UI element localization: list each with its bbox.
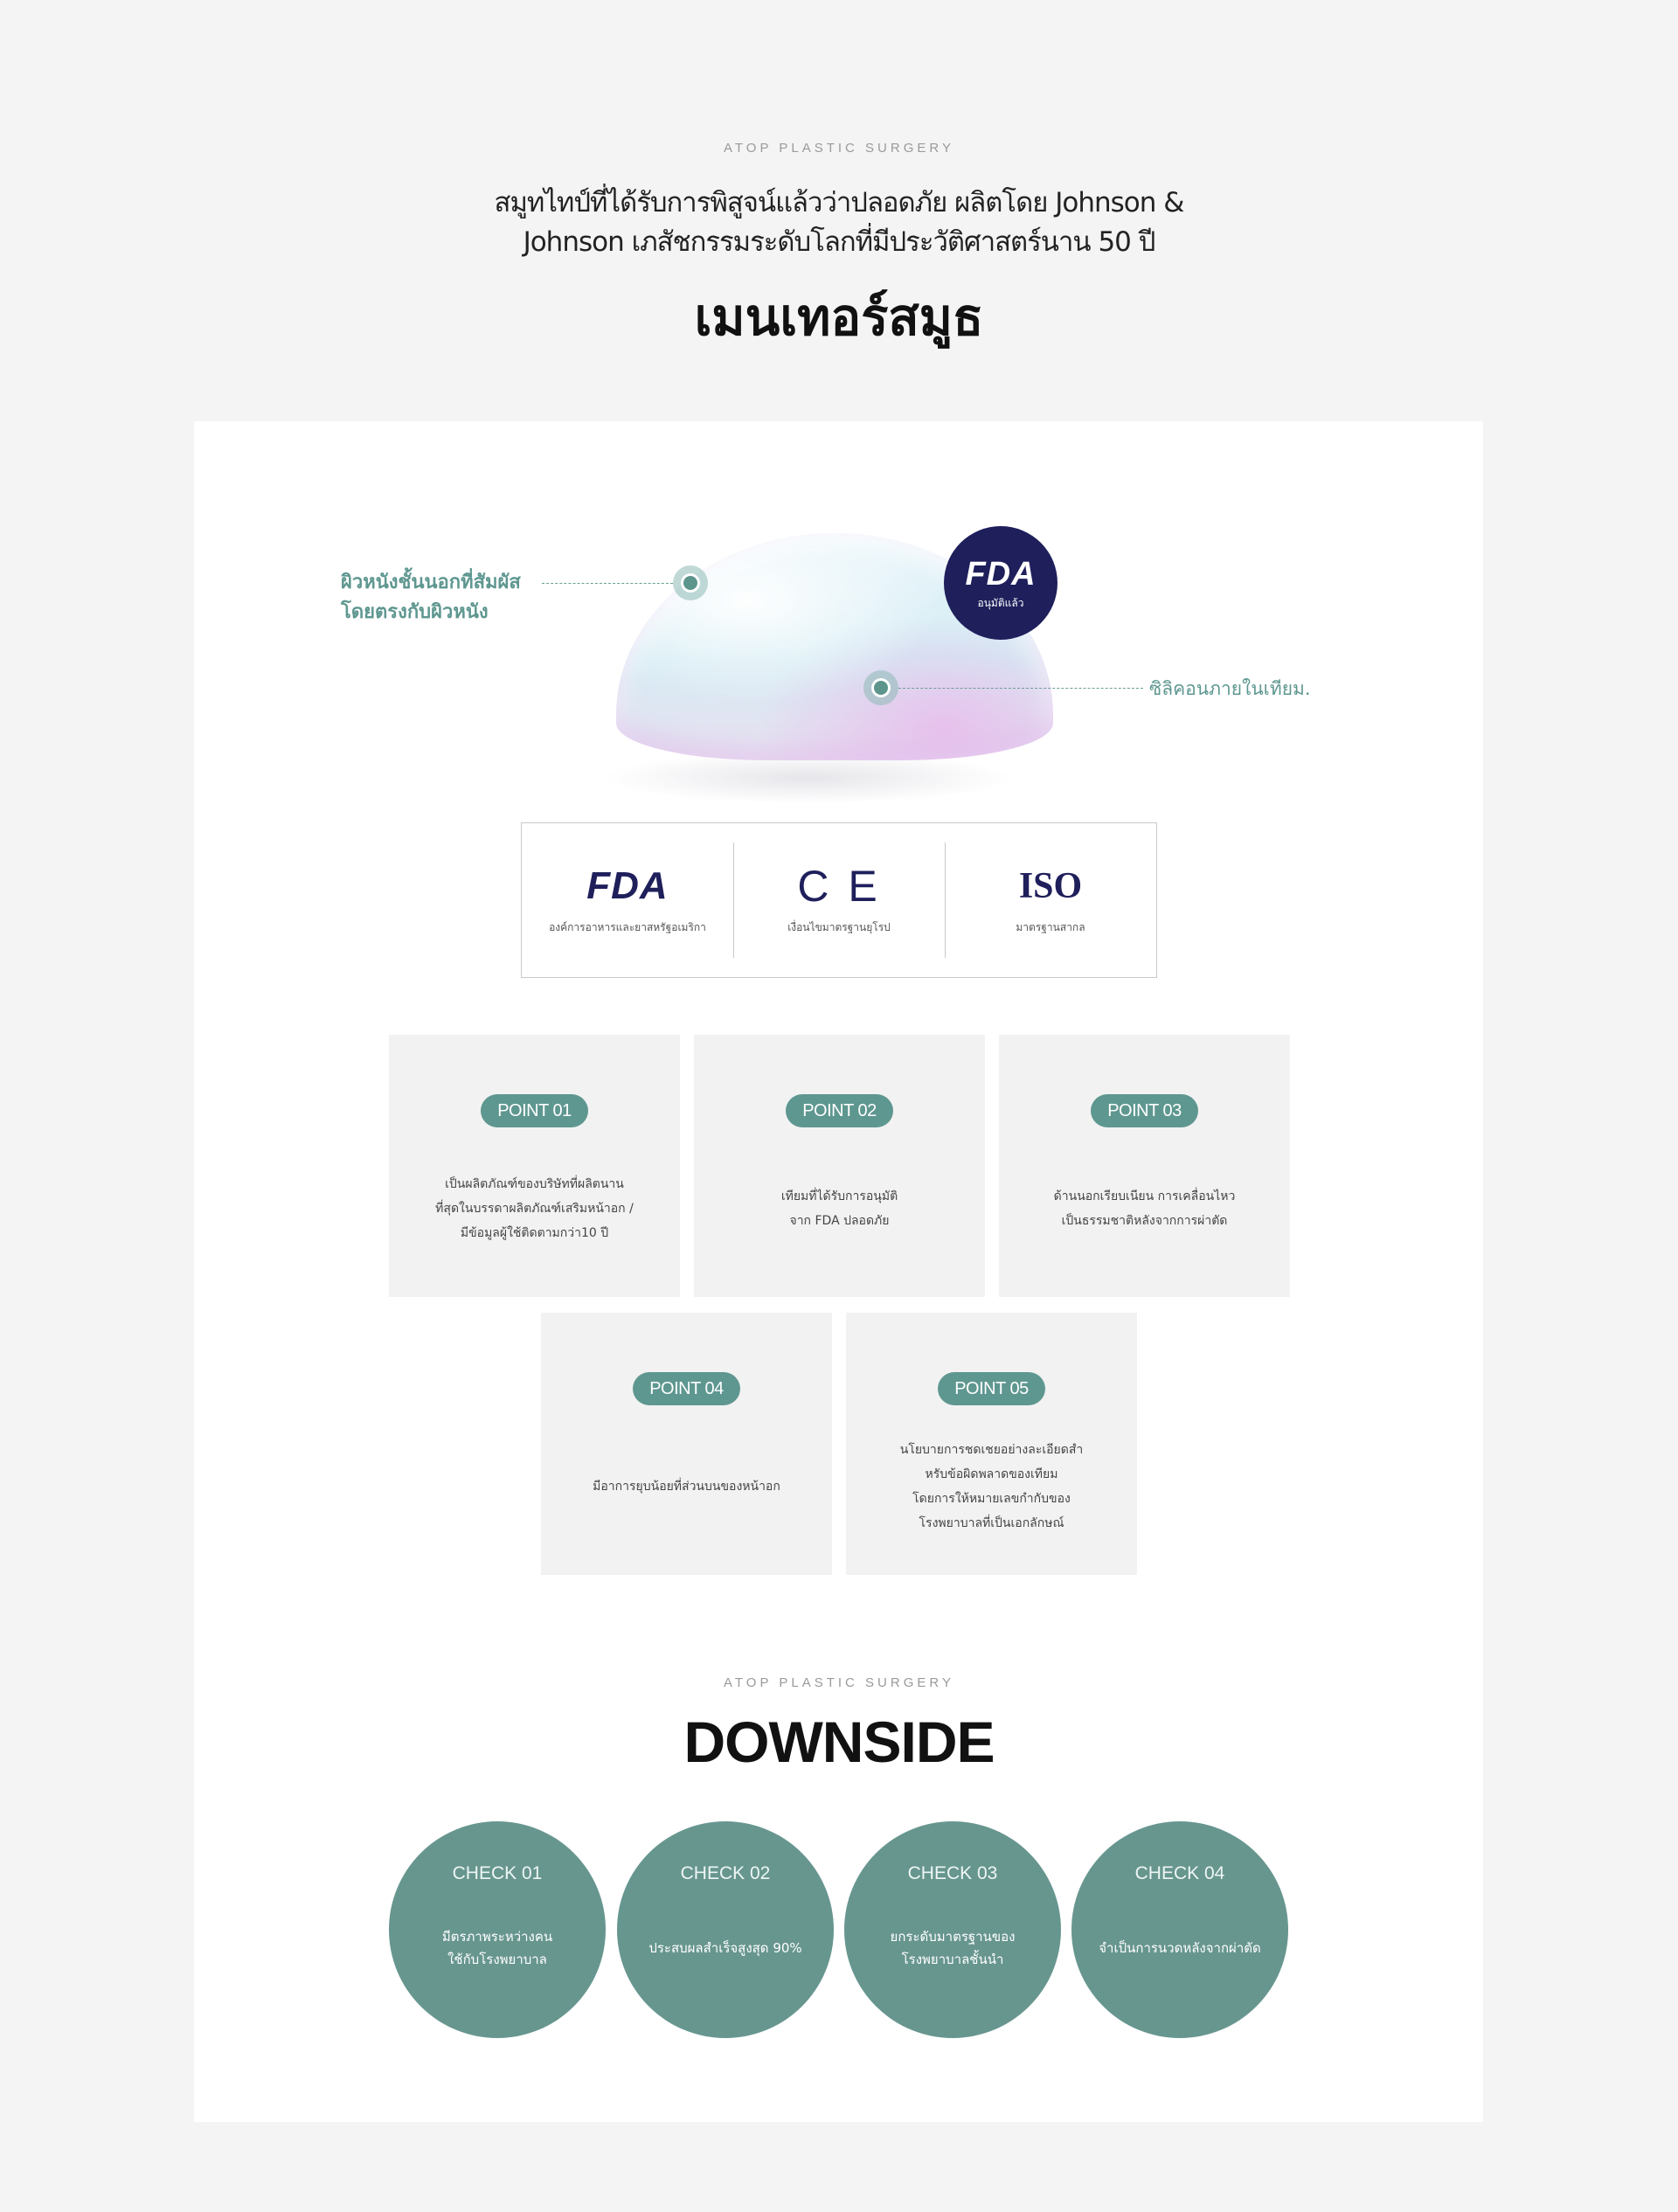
fda-logo-icon: FDA: [586, 864, 669, 907]
point-description: เป็นผลิตภัณฑ์ของบริษัทที่ผลิตนาน ที่สุดใ…: [435, 1177, 634, 1240]
callout-left-line: [542, 583, 673, 584]
point-badge: POINT 04: [633, 1372, 740, 1405]
check-label: CHECK 04: [1134, 1863, 1225, 1883]
fda-badge-caption: อนุมัติแล้ว: [977, 597, 1024, 609]
cert-label: เงื่อนไขมาตรฐานยุโรป: [787, 921, 891, 933]
check-description: จำเป็นการนวดหลังจากผ่าตัด: [1099, 1940, 1261, 1956]
callout-left-dot: [673, 565, 708, 600]
point-card-02: POINT 02 เทียมที่ได้รับการอนุมัติ จาก FD…: [694, 1035, 985, 1297]
section-title: DOWNSIDE: [683, 1709, 995, 1774]
point-description: ด้านนอกเรียบเนียน การเคลื่อนไหว เป็นธรรม…: [1053, 1189, 1236, 1228]
point-badge: POINT 03: [1091, 1094, 1198, 1127]
cert-label: องค์การอาหารและยาสหรัฐอเมริกา: [549, 921, 706, 933]
check-description: ยกระดับมาตรฐานของ โรงพยาบาลชั้นนำ: [890, 1929, 1016, 1967]
check-circle-03: CHECK 03 ยกระดับมาตรฐานของ โรงพยาบาลชั้น…: [844, 1821, 1061, 2038]
cert-iso: ISO มาตรฐานสากล: [945, 823, 1156, 977]
point-badge: POINT 01: [481, 1094, 588, 1127]
point-card-04: POINT 04 มีอาการยุบน้อยที่ส่วนบนของหน้าอ…: [541, 1313, 832, 1575]
certifications-box: FDA องค์การอาหารและยาสหรัฐอเมริกา C E เง…: [521, 822, 1157, 978]
point-description: มีอาการยุบน้อยที่ส่วนบนของหน้าอก: [593, 1480, 780, 1494]
brand-tagline: ATOP PLASTIC SURGERY: [724, 1675, 954, 1690]
callout-right-line: [898, 688, 1143, 689]
ce-mark-icon: C E: [797, 862, 881, 911]
point-card-05: POINT 05 นโยบายการชดเชยอย่างละเอียดสำ หร…: [846, 1313, 1137, 1575]
point-badge: POINT 05: [938, 1372, 1045, 1405]
check-circle-01: CHECK 01 มีตรภาพระหว่างคน ใช้กับโรงพยาบา…: [389, 1821, 606, 2038]
point-description: เทียมที่ได้รับการอนุมัติ จาก FDA ปลอดภัย: [780, 1189, 898, 1228]
point-badge: POINT 02: [786, 1094, 893, 1127]
check-description: ประสบผลสำเร็จสูงสุด 90%: [648, 1940, 802, 1956]
callout-right-dot: [863, 670, 898, 705]
check-description: มีตรภาพระหว่างคน ใช้กับโรงพยาบาล: [441, 1929, 553, 1967]
cert-fda: FDA องค์การอาหารและยาสหรัฐอเมริกา: [522, 823, 733, 977]
intro-text: สมูทไทป์ที่ได้รับการพิสูจน์แล้วว่าปลอดภั…: [494, 187, 1185, 258]
check-label: CHECK 02: [680, 1863, 771, 1883]
brand-tagline: ATOP PLASTIC SURGERY: [724, 141, 954, 156]
page-title: เมนเทอร์สมูธ: [694, 288, 984, 347]
point-description: นโยบายการชดเชยอย่างละเอียดสำ หรับข้อผิดพ…: [899, 1443, 1084, 1530]
callout-inner-silicone: ซิลิคอนภายในเทียม.: [1149, 678, 1311, 699]
fda-approved-badge: FDA อนุมัติแล้ว: [944, 526, 1057, 640]
callout-outer-shell: ผิวหนังชั้นนอกที่สัมผัส โดยตรงกับผิวหนัง: [341, 572, 521, 623]
cert-label: มาตรฐานสากล: [1016, 921, 1085, 933]
check-label: CHECK 03: [907, 1863, 998, 1883]
cert-ce: C E เงื่อนไขมาตรฐานยุโรป: [733, 823, 945, 977]
point-card-01: POINT 01 เป็นผลิตภัณฑ์ของบริษัทที่ผลิตนา…: [389, 1035, 680, 1297]
check-label: CHECK 01: [452, 1863, 543, 1883]
point-card-03: POINT 03 ด้านนอกเรียบเนียน การเคลื่อนไหว…: [999, 1035, 1290, 1297]
fda-logo: FDA: [965, 556, 1037, 593]
iso-logo-icon: ISO: [1018, 866, 1083, 906]
check-circle-04: CHECK 04 จำเป็นการนวดหลังจากผ่าตัด: [1071, 1821, 1288, 2038]
check-circle-02: CHECK 02 ประสบผลสำเร็จสูงสุด 90%: [617, 1821, 834, 2038]
